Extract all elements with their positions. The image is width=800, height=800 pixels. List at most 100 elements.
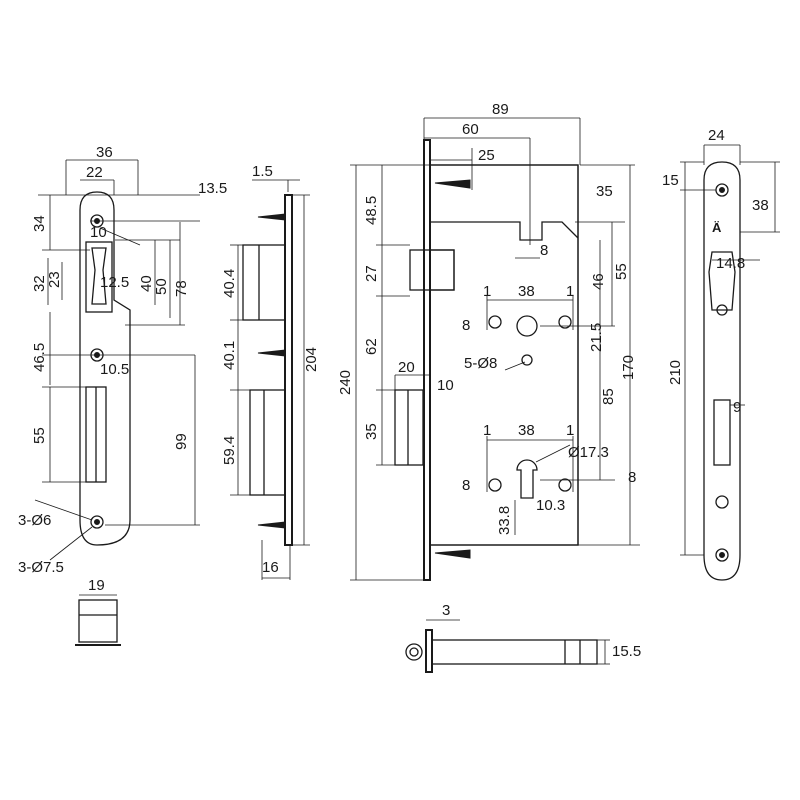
dim-label: 8	[462, 317, 470, 334]
screw-icon	[257, 349, 286, 357]
screw-hole-icon	[716, 304, 728, 316]
lock-case	[429, 164, 579, 546]
screw-hole-icon	[488, 478, 502, 492]
dim-label: 1	[483, 283, 491, 300]
screw-hole-icon	[715, 548, 729, 562]
dim-label: 32	[31, 275, 48, 292]
screw-icon	[434, 179, 471, 189]
latch-opening	[85, 241, 113, 313]
dim-label: 46	[590, 273, 607, 290]
follower-hole-icon	[516, 315, 538, 337]
dim-label: 15	[662, 172, 679, 189]
dim-label: 10.5	[100, 361, 129, 378]
dim-label: 62	[363, 338, 380, 355]
dim-label: 10.3	[536, 497, 565, 514]
dim-label: 16	[262, 559, 279, 576]
dim-label: 60	[462, 121, 479, 138]
screw-hole-icon	[719, 187, 725, 193]
dim-label: 20	[398, 359, 415, 376]
dim-label: 55	[613, 263, 630, 280]
dim-label: 35	[596, 183, 613, 200]
screw-hole-icon	[719, 552, 725, 558]
latch-bolt	[409, 249, 455, 291]
dim-label: 1	[566, 422, 574, 439]
dim-label: 24	[708, 127, 725, 144]
dim-label: 23	[46, 271, 63, 288]
dim-label: 1	[483, 422, 491, 439]
dim-label: 8	[540, 242, 548, 259]
dim-label: 38	[518, 422, 535, 439]
leader-line	[49, 526, 93, 561]
dim-label: 55	[31, 427, 48, 444]
screw-icon	[257, 213, 286, 221]
side-bolt-block	[249, 389, 286, 496]
dim-label: 9	[733, 399, 741, 416]
screw-hole-icon	[94, 519, 100, 525]
dim-label: 27	[363, 265, 380, 282]
dim-label: 13.5	[198, 180, 227, 197]
faceplate-outline	[703, 161, 741, 581]
dim-label: 21.5	[588, 323, 605, 352]
screw-hole-icon	[558, 315, 572, 329]
screw-icon	[257, 521, 286, 529]
dim-label: 40	[138, 275, 155, 292]
lock-faceplate	[423, 139, 431, 581]
side-faceplate	[284, 194, 293, 546]
bolt-head-icon	[405, 643, 423, 661]
bolt-opening	[713, 399, 731, 466]
dim-label: 40.1	[221, 341, 238, 370]
bolt-top-view: 3 15.5	[405, 602, 641, 673]
faceplate-front-view: Ä 24 15 38 14.8 210 9	[662, 127, 780, 581]
dim-label: 3	[442, 602, 450, 619]
dim-label: 1	[566, 283, 574, 300]
dim-label: 99	[173, 433, 190, 450]
dim-label: 8	[462, 477, 470, 494]
brand-logo: Ä	[712, 220, 722, 235]
dim-label: 1.5	[252, 163, 273, 180]
dim-label: 204	[303, 347, 320, 372]
latch-opening	[708, 251, 736, 311]
latch-opening-inner	[91, 247, 107, 305]
dim-label: 10	[90, 224, 107, 241]
dim-label: 5-Ø8	[464, 355, 497, 372]
screw-icon	[434, 549, 471, 559]
dim-label: 8	[628, 469, 636, 486]
dim-label: 12.5	[100, 274, 129, 291]
leader-line	[535, 444, 571, 463]
dim-label: 36	[96, 144, 113, 161]
dim-label: 170	[620, 355, 637, 380]
dim-label: 22	[86, 164, 103, 181]
lock-case-body	[429, 164, 579, 546]
dim-label: 38	[752, 197, 769, 214]
cylinder-hole-icon	[516, 459, 538, 499]
dim-label: 48.5	[363, 196, 380, 225]
leader-line	[99, 227, 141, 246]
bolt-flange	[425, 629, 433, 673]
bolt-head-icon	[409, 647, 419, 657]
leader-line	[34, 499, 93, 521]
dim-label: 25	[478, 147, 495, 164]
dim-label: 59.4	[221, 436, 238, 465]
screw-hole-icon	[521, 354, 533, 366]
lock-body-view: 89 60 25 35 48.5 240 8 27 46 55 1 38 1 8…	[337, 101, 640, 581]
dim-label: 15.5	[612, 643, 641, 660]
dim-label: 14.8	[716, 255, 745, 272]
dim-label: 33.8	[496, 506, 513, 535]
side-profile-view: 1.5 40.4 40.1 204 59.4 16	[221, 163, 320, 580]
dim-label: 40.4	[221, 269, 238, 298]
leader-line	[504, 361, 526, 371]
dim-label: 210	[667, 360, 684, 385]
dim-label: 89	[492, 101, 509, 118]
dim-label: 34	[31, 215, 48, 232]
strike-plate-view: 36 22 13.5 34 10 32 23 12.5 40 50 78 46.…	[18, 144, 227, 646]
dim-label: 10	[437, 377, 454, 394]
dim-label: 50	[153, 278, 170, 295]
dim-label: 3-Ø7.5	[18, 559, 64, 576]
screw-hole-icon	[558, 478, 572, 492]
dim-label: 85	[600, 388, 617, 405]
dim-label: 78	[173, 280, 190, 297]
latch-bolt-inner	[429, 249, 455, 291]
dim-label: 3-Ø6	[18, 512, 51, 529]
dim-label: 19	[88, 577, 105, 594]
